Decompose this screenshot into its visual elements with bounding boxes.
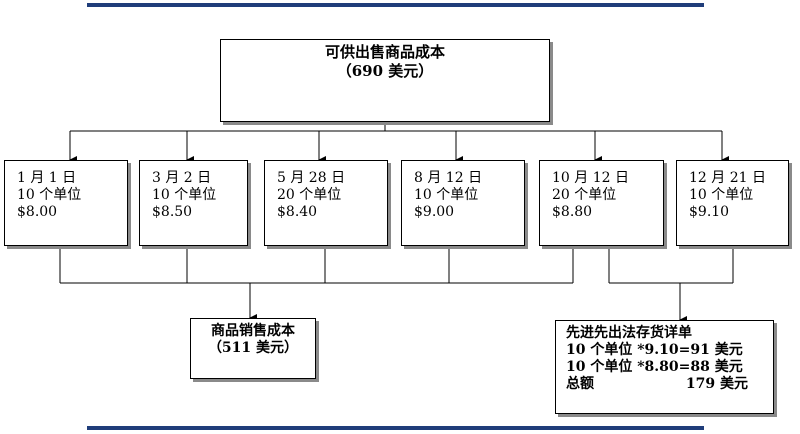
purchase-cost: $8.00 — [17, 204, 58, 220]
purchase-qty: 10 个单位 — [17, 187, 82, 203]
purchase-date: 10 月 12 日 — [552, 170, 629, 186]
purchase-qty: 20 个单位 — [277, 187, 342, 203]
purchase-box-3: 5 月 28 日 20 个单位 $8.40 — [264, 160, 388, 246]
cogs-box: 商品销售成本 （511 美元） — [190, 318, 316, 379]
purchase-box-4: 8 月 12 日 10 个单位 $9.00 — [401, 160, 525, 246]
purchase-cost: $8.50 — [152, 204, 193, 220]
purchase-cost: $8.80 — [552, 204, 593, 220]
cogs-value: （511 美元） — [207, 340, 299, 356]
fifo-row-1: 10 个单位 *9.10=91 美元 — [566, 342, 743, 358]
purchase-date: 3 月 2 日 — [152, 170, 212, 186]
purchase-qty: 20 个单位 — [552, 187, 617, 203]
bottom-rule — [87, 426, 704, 430]
goods-available-title: 可供出售商品成本 — [324, 43, 445, 61]
goods-available-box: 可供出售商品成本 （690 美元） — [220, 39, 550, 122]
purchase-cost: $8.40 — [277, 204, 318, 220]
purchase-box-2: 3 月 2 日 10 个单位 $8.50 — [139, 160, 248, 246]
top-rule — [87, 3, 704, 7]
cogs-title: 商品销售成本 — [211, 323, 295, 339]
purchase-date: 12 月 21 日 — [689, 170, 766, 186]
purchase-qty: 10 个单位 — [152, 187, 217, 203]
fifo-row-2: 10 个单位 *8.80=88 美元 — [566, 359, 743, 375]
fifo-title: 先进先出法存货详单 — [566, 325, 692, 341]
purchase-box-1: 1 月 1 日 10 个单位 $8.00 — [4, 160, 128, 246]
purchase-cost: $9.00 — [414, 204, 455, 220]
purchase-box-6: 12 月 21 日 10 个单位 $9.10 — [676, 160, 789, 246]
purchase-cost: $9.10 — [689, 204, 730, 220]
purchase-date: 5 月 28 日 — [277, 170, 346, 186]
purchase-date: 1 月 1 日 — [17, 170, 77, 186]
fifo-total-row: 总额 179 美元 — [566, 376, 773, 393]
purchase-date: 8 月 12 日 — [414, 170, 483, 186]
fifo-total-value: 179 美元 — [685, 376, 748, 392]
purchase-qty: 10 个单位 — [689, 187, 754, 203]
fifo-total-label: 总额 — [566, 376, 594, 392]
purchase-box-5: 10 月 12 日 20 个单位 $8.80 — [539, 160, 664, 246]
goods-available-value: （690 美元） — [336, 62, 434, 80]
purchase-qty: 10 个单位 — [414, 187, 479, 203]
fifo-inventory-box: 先进先出法存货详单 10 个单位 *9.10=91 美元 10 个单位 *8.8… — [555, 320, 774, 414]
